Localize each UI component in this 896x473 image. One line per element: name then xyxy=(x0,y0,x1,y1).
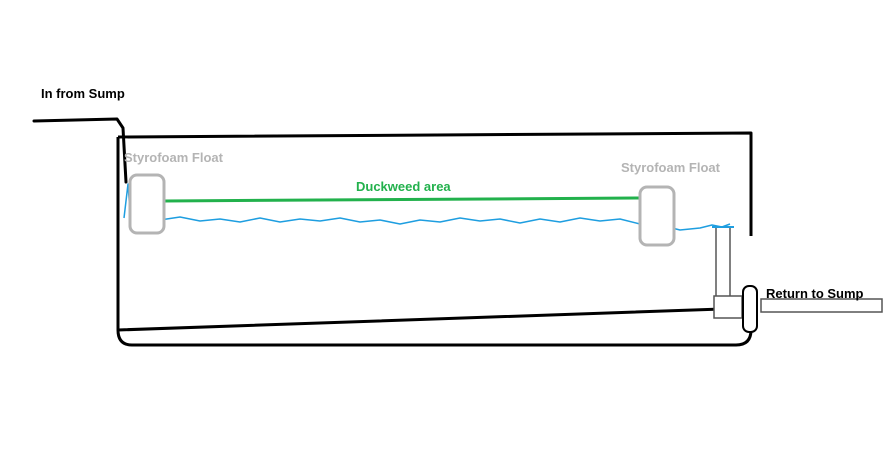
duckweed-line xyxy=(163,196,643,203)
tank-outline xyxy=(116,131,753,347)
inlet-label: In from Sump xyxy=(41,86,125,101)
return-standpipe xyxy=(712,226,743,319)
inlet-pipe xyxy=(32,117,128,184)
return-label: Return to Sump xyxy=(766,286,864,301)
float-right-label: Styrofoam Float xyxy=(621,160,721,175)
float-left-label: Styrofoam Float xyxy=(124,150,224,165)
bulkhead-fitting xyxy=(742,285,758,333)
styrofoam-float-left xyxy=(128,173,166,235)
return-pipe xyxy=(760,298,883,313)
duckweed-label: Duckweed area xyxy=(356,179,451,194)
styrofoam-float-right xyxy=(638,185,676,247)
